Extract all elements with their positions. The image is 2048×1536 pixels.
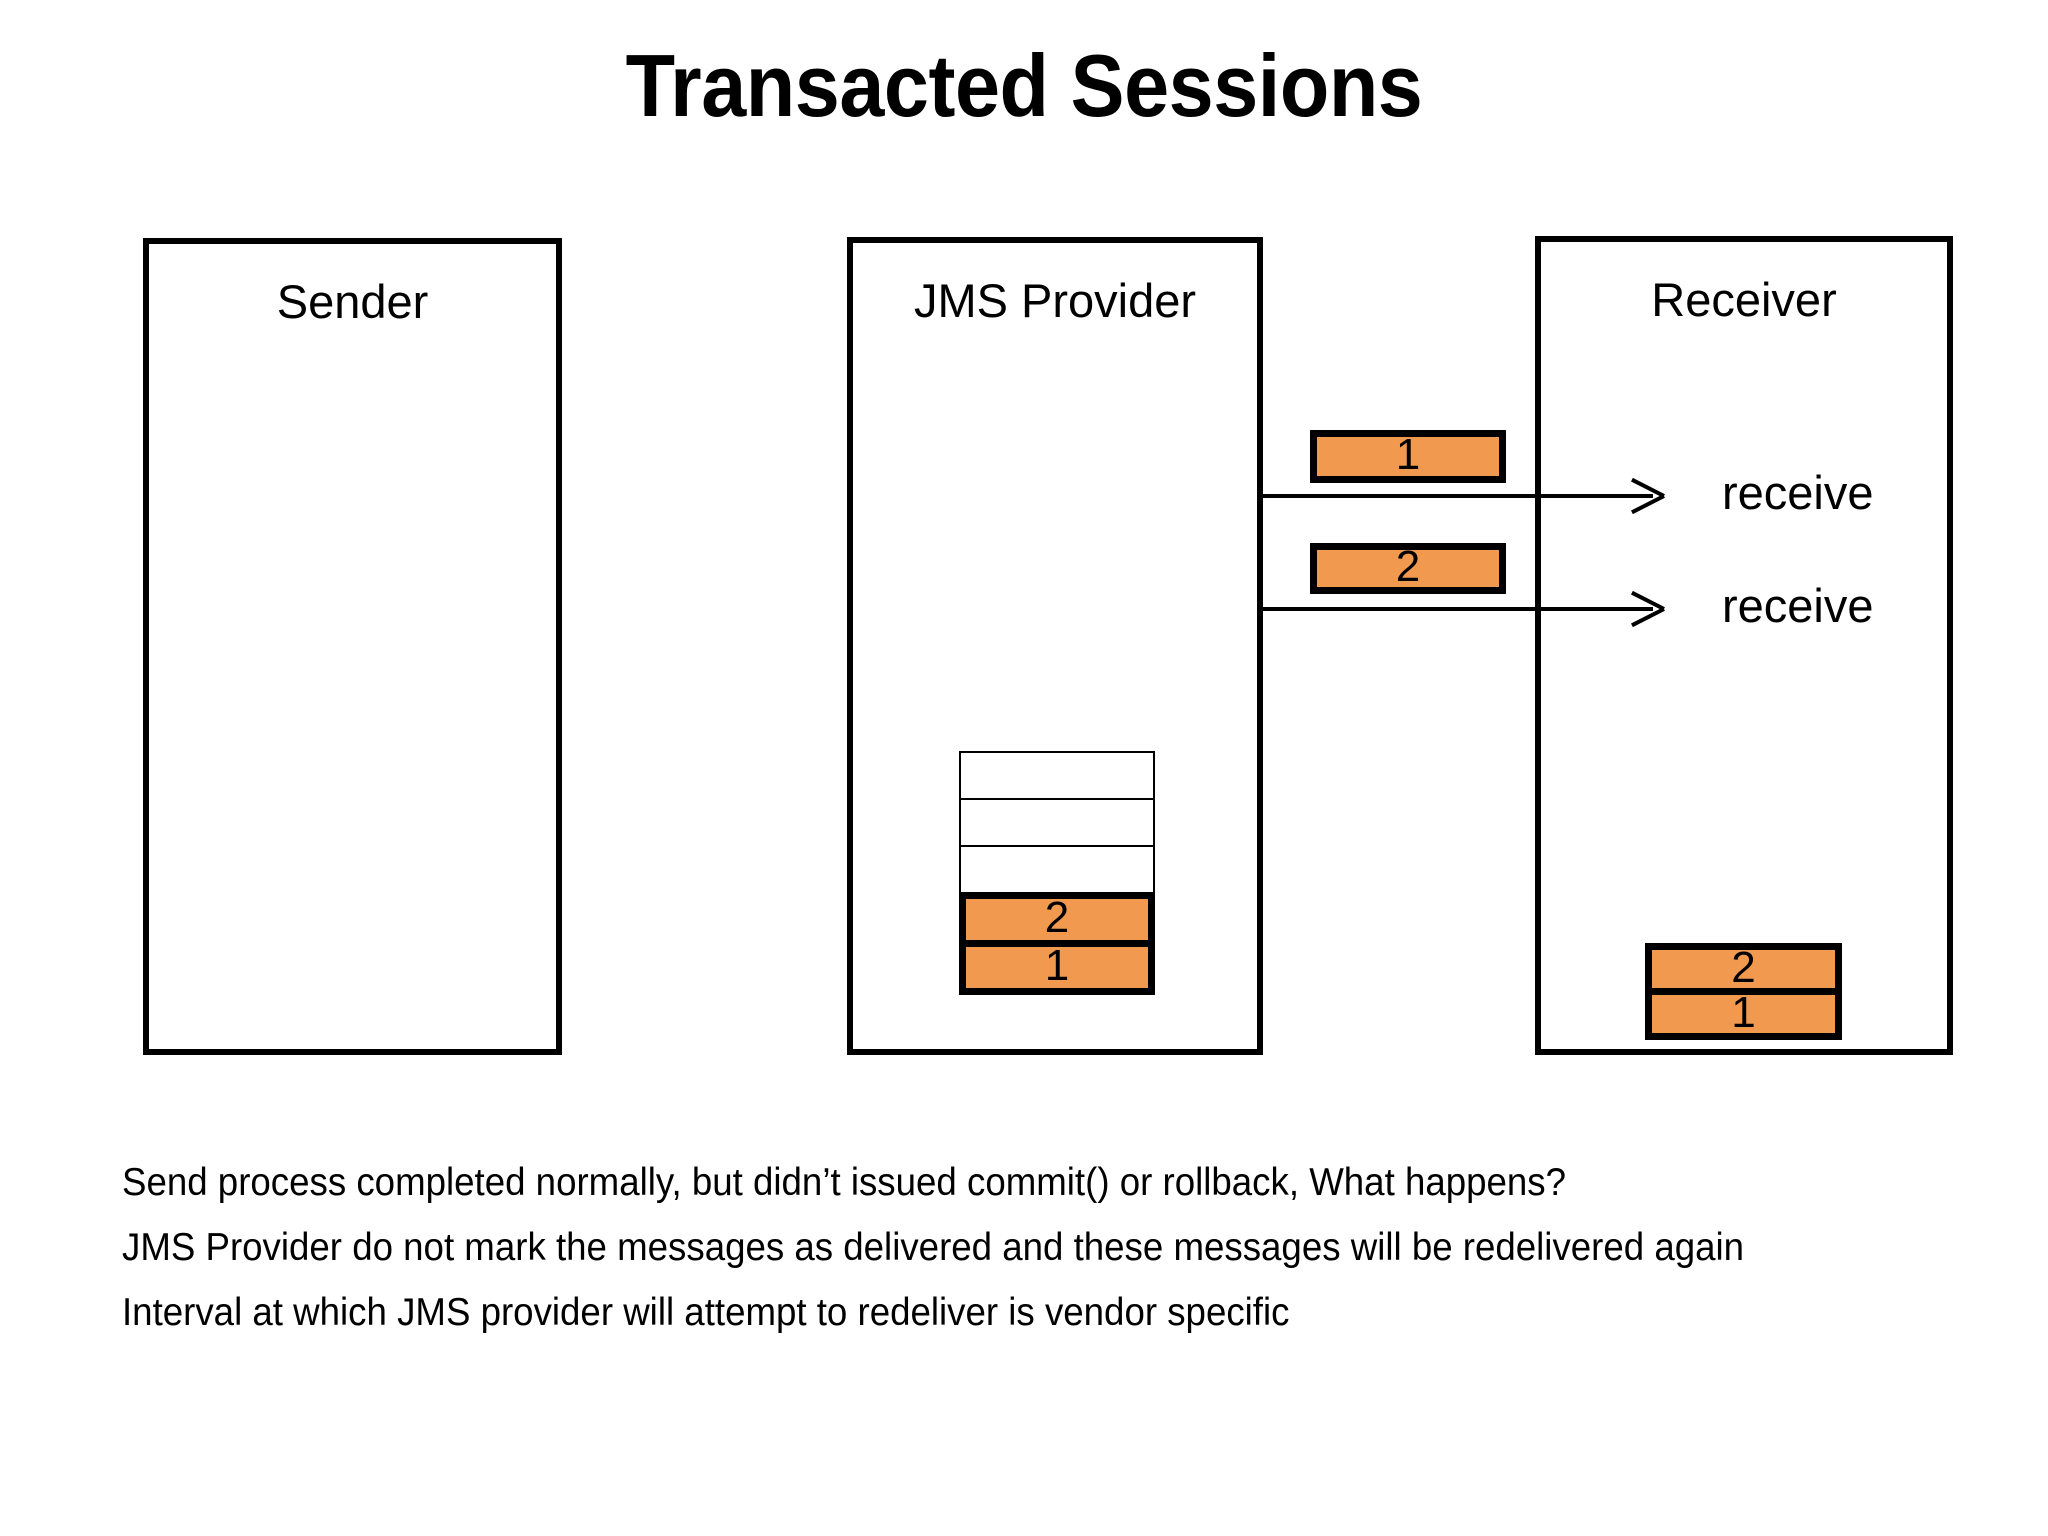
lane-title-receiver: Receiver: [1651, 273, 1837, 326]
notes-block: Send process completed normally, but did…: [122, 1150, 1922, 1345]
queue-cell: [959, 798, 1155, 847]
arrow-line-receive-2: [1263, 607, 1653, 611]
lane-box-receiver: Receiver: [1535, 236, 1953, 1055]
arrow-label-receive-2: receive: [1722, 579, 1874, 632]
lane-title-jms-provider: JMS Provider: [913, 274, 1197, 327]
page-title: Transacted Sessions: [625, 36, 1423, 135]
arrow-right-icon-receive-1: [1628, 478, 1662, 512]
note-line-1: Send process completed normally, but did…: [122, 1161, 1567, 1204]
message-block-in-flight-2: 2: [1310, 543, 1506, 594]
note-line-2: JMS Provider do not mark the messages as…: [122, 1226, 1745, 1269]
note-line-3: Interval at which JMS provider will atte…: [122, 1291, 1290, 1334]
queue-cell: 1: [959, 940, 1155, 995]
arrow-right-icon-receive-2: [1628, 591, 1662, 625]
provider-queue-stack: 2 1: [959, 751, 1155, 995]
arrow-line-receive-1: [1263, 494, 1653, 498]
queue-cell: 1: [1645, 988, 1842, 1040]
arrow-label-receive-1: receive: [1722, 466, 1874, 519]
lane-title-sender: Sender: [276, 275, 429, 328]
queue-cell: [959, 845, 1155, 894]
queue-cell: 2: [959, 892, 1155, 947]
message-block-in-flight-1: 1: [1310, 430, 1506, 483]
queue-cell: [959, 751, 1155, 800]
receiver-queue-stack: 2 1: [1645, 943, 1842, 1040]
lane-box-sender: Sender: [143, 238, 562, 1055]
